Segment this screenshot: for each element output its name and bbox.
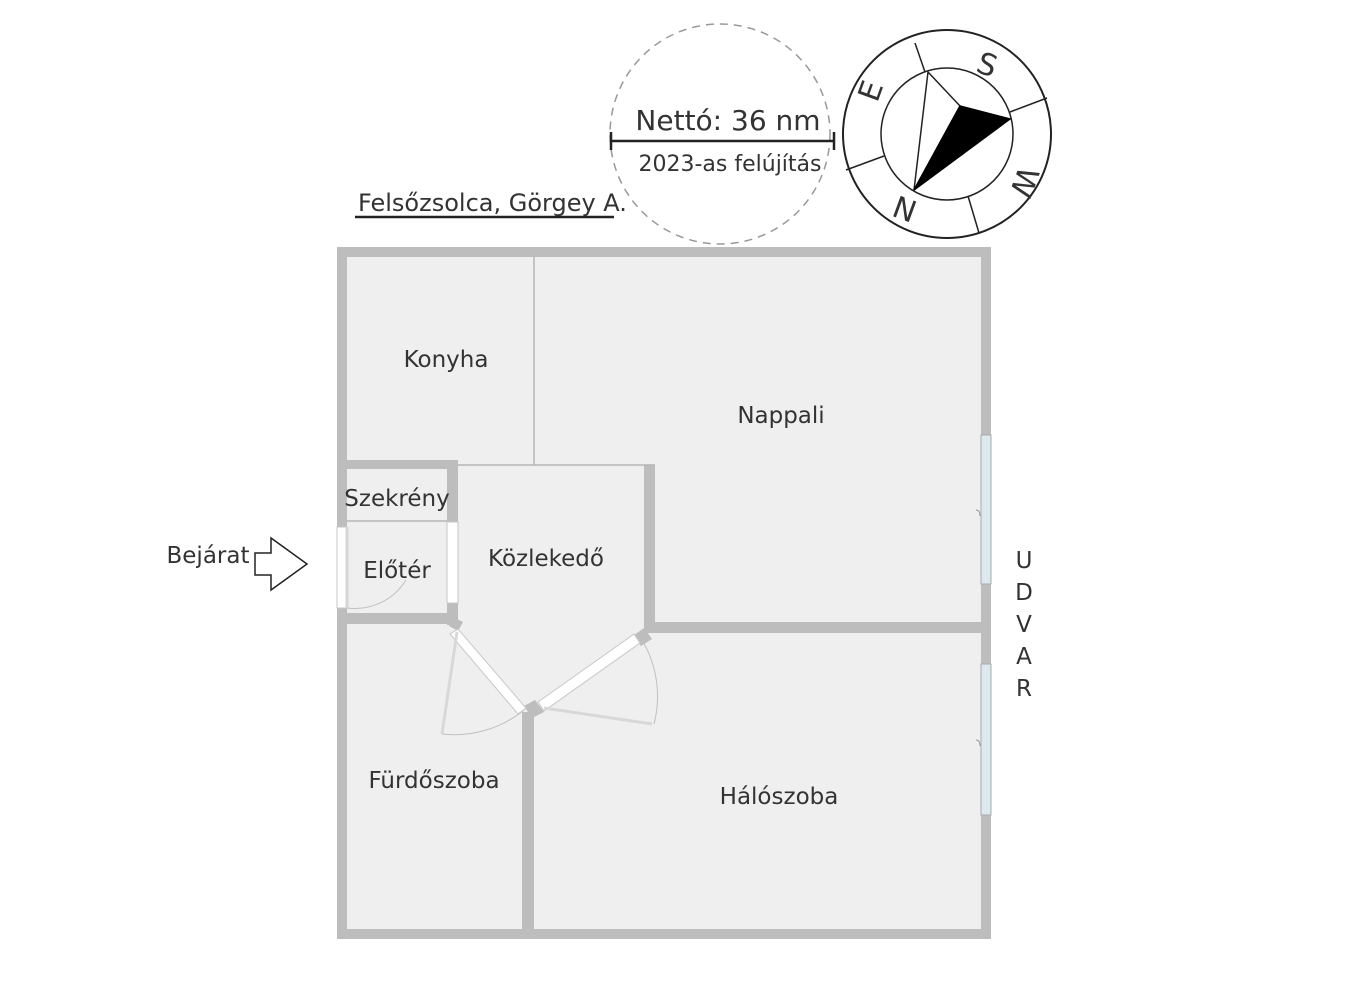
window-handle-living: [975, 509, 981, 517]
wall-hall-bottom: [337, 613, 458, 624]
bedroom-door-opening: [537, 633, 641, 712]
room-label-living: Nappali: [737, 403, 824, 429]
wall-stub-b: [524, 700, 544, 718]
address-label: Felsőzsolca, Görgey A.: [358, 189, 627, 217]
net-area-label: Nettó: 36 nm: [635, 104, 820, 137]
wall-closet-right: [447, 460, 458, 522]
header: Felsőzsolca, Görgey A. Nettó: 36 nm 2023…: [355, 23, 836, 245]
room-label-closet: Szekrény: [344, 486, 449, 512]
wall-left-lower: [337, 608, 347, 939]
renovation-label: 2023-as felújítás: [639, 152, 822, 177]
wall-bottom: [337, 929, 991, 939]
compass-icon: S W N E: [842, 29, 1052, 239]
entrance-marker: Bejárat: [167, 536, 309, 592]
walls: [337, 247, 991, 939]
bathroom-door-swing: [441, 709, 525, 736]
room-label-bathroom: Fürdőszoba: [368, 768, 499, 794]
wall-right-1: [981, 247, 991, 435]
wall-right-3: [981, 815, 991, 939]
wall-living-bedroom: [644, 622, 991, 633]
entrance-arrow-icon: [254, 536, 309, 592]
bedroom-door-leaf: [543, 706, 653, 726]
room-labels: Konyha Nappali Szekrény Közlekedő Előtér…: [344, 347, 838, 810]
wall-top: [337, 247, 991, 257]
compass-needle-south: [913, 105, 1012, 191]
floor-area: [337, 247, 991, 939]
room-label-bedroom: Hálószoba: [720, 784, 839, 810]
doors: [336, 521, 659, 736]
yard-letter-5: R: [1016, 676, 1032, 702]
yard-label: U D V A R: [1015, 548, 1033, 702]
room-label-kitchen: Konyha: [404, 347, 489, 373]
area-circle: [609, 23, 831, 245]
hall-door-opening: [446, 521, 459, 604]
wall-bath-bedroom: [522, 712, 534, 939]
window-bedroom: [980, 663, 992, 816]
wall-closet-top: [337, 460, 458, 469]
yard-letter-3: V: [1016, 612, 1032, 638]
wall-stub-a: [449, 617, 463, 631]
entrance-door-swing: [346, 579, 407, 610]
bedroom-door-swing: [641, 639, 659, 725]
windows: [975, 434, 992, 816]
wall-corridor-right: [644, 465, 655, 633]
bathroom-door-leaf: [440, 631, 459, 735]
wall-left-upper: [337, 247, 347, 527]
yard-letter-2: D: [1015, 580, 1033, 606]
entrance-label: Bejárat: [167, 543, 250, 569]
room-label-hall: Előtér: [363, 558, 431, 584]
window-handle-bedroom: [975, 739, 981, 747]
window-living: [980, 434, 992, 585]
yard-letter-1: U: [1016, 548, 1033, 574]
yard-letter-4: A: [1016, 644, 1032, 670]
room-label-corridor: Közlekedő: [488, 546, 604, 572]
